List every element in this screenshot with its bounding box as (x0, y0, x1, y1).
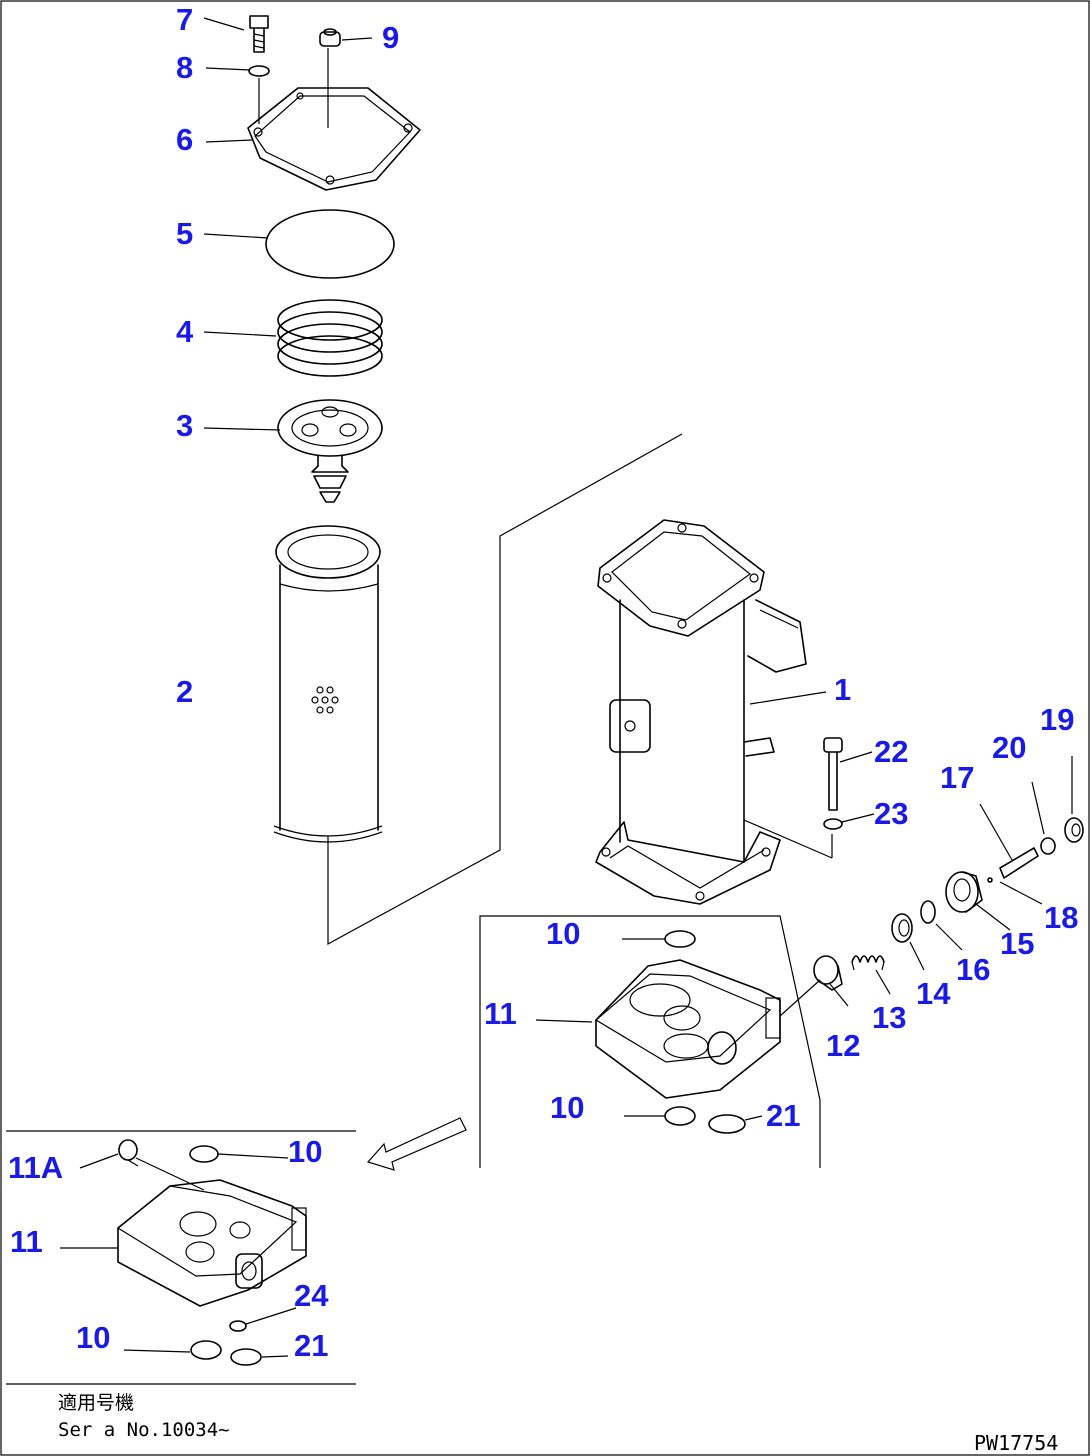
inset-direction-arrow (366, 1117, 467, 1171)
callout-11A[interactable]: 11A (8, 1150, 63, 1185)
callout-7[interactable]: 7 (176, 2, 193, 37)
o-ring-part-10-bottom[interactable] (664, 1106, 696, 1126)
callout-15[interactable]: 15 (1000, 926, 1034, 961)
callout-19[interactable]: 19 (1040, 702, 1074, 737)
callout-17[interactable]: 17 (940, 760, 974, 795)
o-ring-part-24[interactable] (229, 1320, 247, 1332)
stem-part-17[interactable] (999, 847, 1039, 879)
housing-part-1[interactable] (595, 519, 807, 905)
callout-4[interactable]: 4 (176, 314, 194, 349)
washer-part-8[interactable] (248, 65, 270, 77)
callout-3[interactable]: 3 (176, 408, 193, 443)
callout-2[interactable]: 2 (176, 674, 193, 709)
callout-18[interactable]: 18 (1044, 900, 1078, 935)
callout-12[interactable]: 12 (826, 1028, 860, 1063)
callout-14[interactable]: 14 (916, 976, 951, 1011)
ring-part-14[interactable] (891, 913, 913, 943)
callout-16[interactable]: 16 (956, 952, 990, 987)
spring-part-13[interactable] (851, 955, 885, 971)
serial-number-note: Ser a No.10034~ (58, 1419, 230, 1441)
callout-10-bottom[interactable]: 10 (550, 1090, 584, 1125)
drawing-code: PW17754 (974, 1431, 1058, 1455)
callout-24[interactable]: 24 (294, 1278, 329, 1313)
ball-part-18[interactable] (987, 877, 993, 883)
callout-1[interactable]: 1 (834, 672, 851, 707)
plug-part-12[interactable] (813, 955, 843, 991)
callout-6[interactable]: 6 (176, 122, 193, 157)
spring-part-4[interactable] (277, 299, 383, 377)
bolt-part-22[interactable] (823, 737, 843, 811)
inset-o-ring-part-10-top[interactable] (189, 1145, 219, 1163)
callout-23[interactable]: 23 (874, 796, 908, 831)
o-ring-part-10-top[interactable] (664, 930, 696, 948)
o-ring-part-16[interactable] (920, 900, 936, 924)
cap-part-19[interactable] (1064, 817, 1084, 843)
callout-9[interactable]: 9 (382, 20, 399, 55)
cover-part-6[interactable] (247, 87, 421, 191)
callout-22[interactable]: 22 (874, 734, 908, 769)
filter-head-part-11[interactable] (594, 959, 781, 1099)
callout-10-top[interactable]: 10 (546, 916, 580, 951)
leader-lines (6, 17, 1073, 1385)
valve-part-3[interactable] (277, 399, 383, 503)
nut-part-20[interactable] (1040, 837, 1056, 855)
callout-21-main[interactable]: 21 (766, 1098, 800, 1133)
inset-filter-head-part-11[interactable] (116, 1179, 307, 1307)
applicability-label: 適用号機 (58, 1392, 134, 1414)
callout-10-inset-bottom[interactable]: 10 (76, 1320, 110, 1355)
inset-o-ring-part-10-bottom[interactable] (190, 1340, 222, 1360)
o-ring-part-5[interactable] (265, 209, 395, 279)
callout-8[interactable]: 8 (176, 50, 193, 85)
plug-part-9[interactable] (319, 28, 341, 47)
callout-11-main[interactable]: 11 (484, 996, 517, 1031)
callout-10-inset-top[interactable]: 10 (288, 1134, 322, 1169)
plug-part-11A[interactable] (118, 1139, 139, 1167)
callout-20[interactable]: 20 (992, 730, 1026, 765)
inset-o-ring-part-21[interactable] (230, 1348, 262, 1366)
callout-11-inset[interactable]: 11 (10, 1224, 43, 1259)
filter-element-part-2[interactable] (273, 525, 383, 843)
washer-part-23[interactable] (823, 818, 843, 830)
bolt-part-7[interactable] (249, 15, 269, 53)
callout-21-inset[interactable]: 21 (294, 1328, 328, 1363)
callout-5[interactable]: 5 (176, 216, 193, 251)
o-ring-part-21[interactable] (708, 1114, 746, 1134)
valve-body-part-15[interactable] (945, 871, 983, 913)
callout-13[interactable]: 13 (872, 1000, 906, 1035)
